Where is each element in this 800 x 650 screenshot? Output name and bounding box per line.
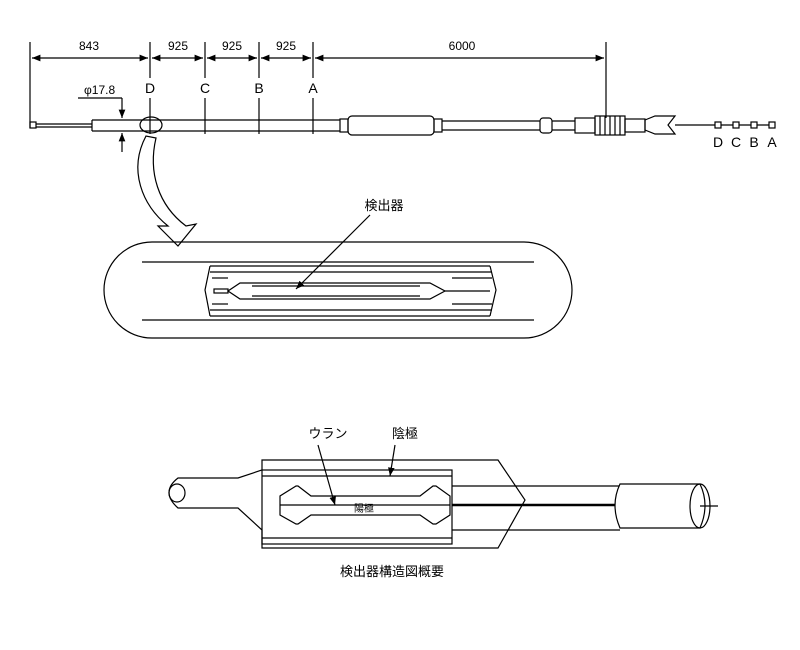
dimension-label-6000: 6000 [449, 39, 476, 53]
cable-tip [29, 121, 37, 129]
terminal-b [750, 121, 758, 129]
uranium-label: ウラン [308, 427, 347, 442]
uranium-leader [317, 444, 336, 506]
dimension-label-925-cb: 925 [222, 39, 242, 53]
anode-label: 陽極 [354, 502, 374, 515]
dimension-label-925-dc: 925 [168, 39, 188, 53]
connector-clamp [644, 115, 677, 135]
connector-label-b: B [749, 134, 758, 150]
detector-location [139, 116, 163, 134]
terminal-a [768, 121, 776, 129]
structure-frame [261, 469, 453, 545]
structure-housing [168, 459, 526, 549]
connector-label-c: C [731, 134, 741, 150]
position-label-a: A [308, 80, 318, 96]
detector-label: 検出器 [364, 199, 403, 214]
terminal-d [714, 121, 722, 129]
detector-leader [295, 214, 371, 290]
terminal-c [732, 121, 740, 129]
tube-break-left [204, 265, 211, 317]
detail-view [103, 214, 573, 339]
dimension-label-843: 843 [79, 39, 99, 53]
structure-end-cap [168, 483, 186, 503]
top-assembly [29, 42, 776, 152]
dimension-label-925-ba: 925 [276, 39, 296, 53]
enlarge-arrow [137, 135, 198, 247]
cathode-label: 陰極 [392, 426, 418, 442]
position-label-d: D [145, 80, 155, 96]
cable [29, 115, 776, 136]
diameter-label: φ17.8 [84, 83, 115, 97]
position-label-b: B [254, 80, 263, 96]
position-label-c: C [200, 80, 210, 96]
cathode-leader [388, 444, 396, 477]
sleeve-body [347, 115, 435, 136]
structure-view [168, 444, 718, 549]
connector-label-d: D [713, 134, 723, 150]
structure-caption: 検出器構造図概要 [340, 565, 444, 580]
coupling [539, 117, 553, 134]
anode-assembly [279, 485, 451, 525]
detail-capsule [103, 241, 573, 339]
connector-label-a: A [767, 134, 777, 150]
cable-section [614, 483, 706, 529]
tube-break-right [489, 265, 497, 317]
